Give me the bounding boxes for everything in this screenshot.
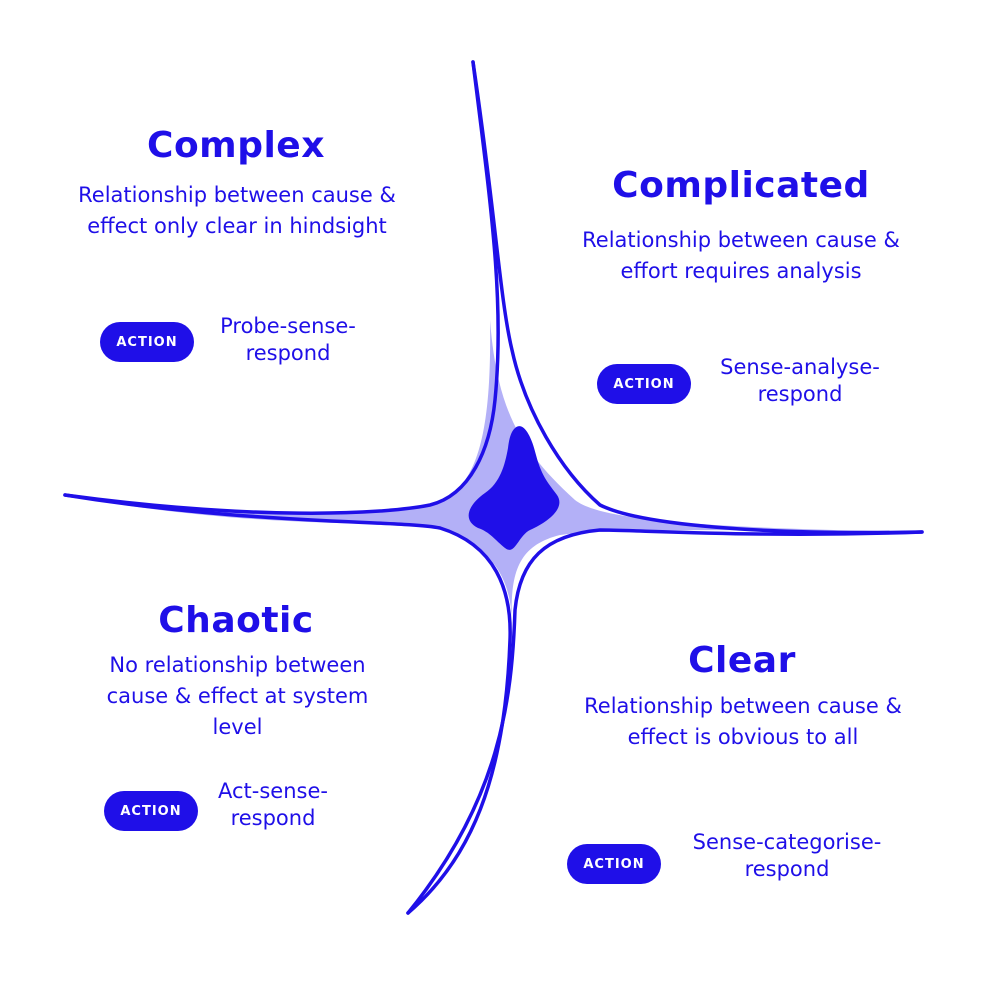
clear-action-badge: ACTION: [567, 844, 661, 884]
boundary-bottom-right: [406, 528, 924, 915]
complex-action-badge: ACTION: [100, 322, 194, 362]
chaotic-description: No relationship between cause & effect a…: [106, 653, 369, 739]
clear-title: Clear: [688, 640, 796, 681]
boundary-bottom-left: [63, 493, 512, 915]
complicated-title: Complicated: [612, 165, 870, 206]
boundary-top-right: [471, 60, 924, 535]
chaotic-action-badge: ACTION: [104, 791, 198, 831]
complicated-action-badge: ACTION: [597, 364, 691, 404]
complex-action-text: Probe-sense-respond: [220, 314, 356, 365]
chaotic-title: Chaotic: [158, 600, 314, 641]
complex-title: Complex: [147, 125, 325, 166]
clear-action-text: Sense-categorise-respond: [692, 830, 882, 881]
complex-description: Relationship between cause & effect only…: [78, 183, 396, 238]
chaotic-action-text: Act-sense-respond: [218, 779, 328, 830]
clear-description: Relationship between cause & effect is o…: [584, 694, 902, 749]
boundary-top-left: [63, 60, 500, 515]
center-shape: [468, 426, 560, 550]
complicated-description: Relationship between cause & effort requ…: [582, 228, 900, 283]
complicated-action-text: Sense-analyse-respond: [720, 355, 880, 406]
confusion-zone: [65, 320, 920, 620]
